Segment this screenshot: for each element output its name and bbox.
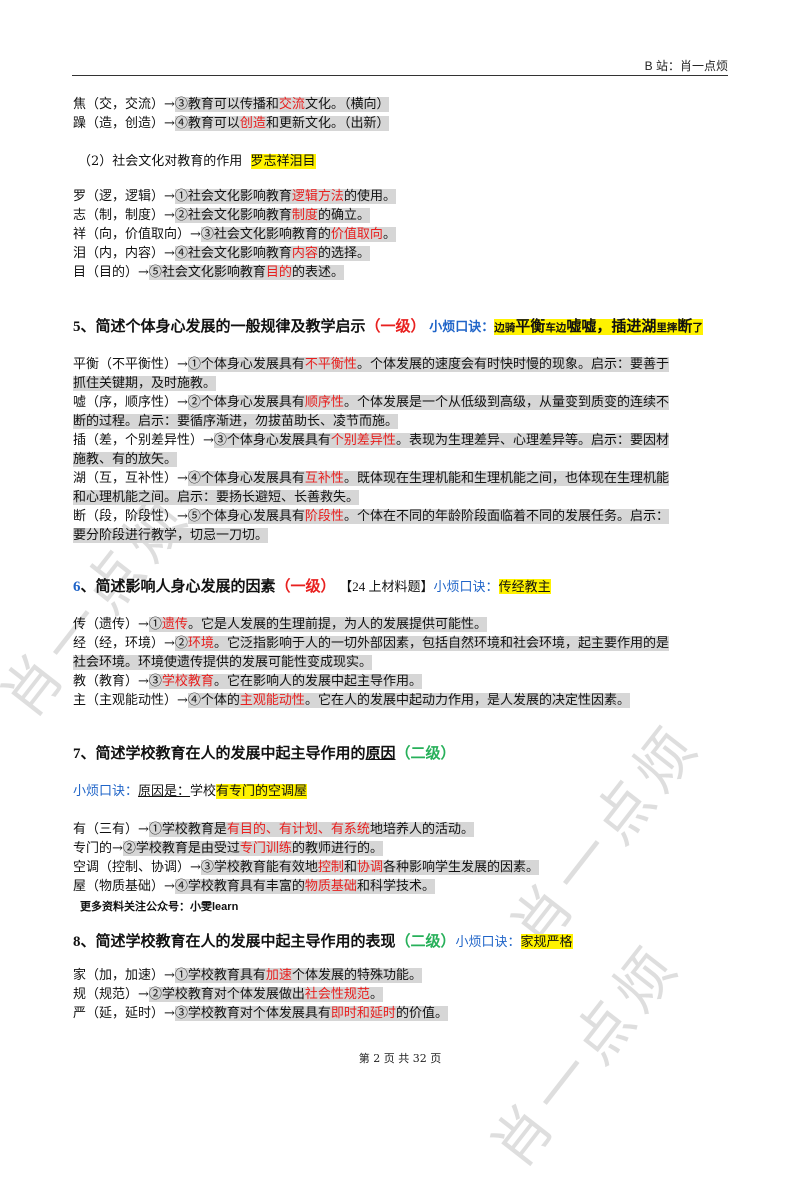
list-item: 平衡（不平衡性）→①个体身心发展具有不平衡性。个体发展的速度会有时快时慢的现象。… xyxy=(73,357,669,372)
list-item: 湖（互，互补性）→④个体身心发展具有互补性。既体现在生理机能和生理机能之间，也体… xyxy=(73,471,669,486)
section-heading: 8、简述学校教育在人的发展中起主导作用的表现（二级）小烦口诀：家规严格 xyxy=(73,934,573,950)
list-item: 目（目的）→⑤社会文化影响教育目的的表述。 xyxy=(73,265,344,280)
list-item-continued: 抓住关键期，及时施教。 xyxy=(73,376,217,391)
section-heading: 7、简述学校教育在人的发展中起主导作用的原因（二级） xyxy=(73,746,456,762)
page-header: B 站：肖一点烦 xyxy=(644,59,728,73)
list-item: 有（三有）→①学校教育是有目的、有计划、有系统地培养人的活动。 xyxy=(73,822,474,837)
list-item: 嘘（序，顺序性）→②个体身心发展具有顺序性。个体发展是一个从低级到高级，从量变到… xyxy=(73,395,669,410)
section-heading: 5、简述个体身心发展的一般规律及教学启示（一级） 小烦口诀：边骑平衡车边嘘嘘，插… xyxy=(73,319,703,335)
list-item: 插（差，个别差异性）→③个体身心发展具有个别差异性。表现为生理差异、心理差异等。… xyxy=(73,433,669,448)
mnemonic-highlight: 传经教主 xyxy=(498,579,551,594)
mnemonic-highlight: 有专门的空调屋 xyxy=(216,784,308,799)
list-item: 教（教育）→③学校教育。它在影响人的发展中起主导作用。 xyxy=(73,674,422,689)
list-item: 躁（造，创造）→④教育可以创造和更新文化。（出新） xyxy=(73,116,390,131)
list-item: 传（遗传）→①遗传。它是人发展的生理前提，为人的发展提供可能性。 xyxy=(73,617,487,632)
list-item: 专门的→②学校教育是由受过专门训练的教师进行的。 xyxy=(73,841,383,856)
list-item: 家（加，加速）→①学校教育具有加速个体发展的特殊功能。 xyxy=(73,968,422,983)
page-number: 第 2 页 共 32 页 xyxy=(358,1052,442,1065)
list-item: 屋（物质基础）→④学校教育具有丰富的物质基础和科学技术。 xyxy=(73,879,435,894)
list-item: 泪（内，内容）→④社会文化影响教育内容的选择。 xyxy=(73,246,370,261)
list-item: 罗（逻，逻辑）→①社会文化影响教育逻辑方法的使用。 xyxy=(73,189,396,204)
list-item: 主（主观能动性）→④个体的主观能动性。它在人的发展中起动力作用，是人发展的决定性… xyxy=(73,693,630,708)
header-divider xyxy=(72,75,728,76)
list-item-continued: 要分阶段进行教学，切忌一刀切。 xyxy=(73,528,269,543)
list-item-continued: 社会环境。环境使遗传提供的发展可能性变成现实。 xyxy=(73,655,373,670)
list-item: 经（经，环境）→②环境。它泛指影响于人的一切外部因素，包括自然环境和社会环境，起… xyxy=(73,636,669,651)
list-item: 严（延，延时）→③学校教育对个体发展具有即时和延时的价值。 xyxy=(73,1006,448,1021)
list-item: 祥（向，价值取向）→③社会文化影响教育的价值取向。 xyxy=(73,227,396,242)
mnemonic-highlight: 罗志祥泪目 xyxy=(250,154,316,169)
mnemonic-highlight: 家规严格 xyxy=(520,934,573,949)
list-item: 断（段，阶段性）→⑤个体身心发展具有阶段性。个体在不同的年龄阶段面临着不同的发展… xyxy=(73,509,669,524)
list-item-continued: 和心理机能之间。启示：要扬长避短、长善救失。 xyxy=(73,490,360,505)
list-item: 空调（控制、协调）→③学校教育能有效地控制和协调各种影响学生发展的因素。 xyxy=(73,860,539,875)
list-item: 规（规范）→②学校教育对个体发展做出社会性规范。 xyxy=(73,987,383,1002)
watermark-text: 肖一点烦 xyxy=(497,710,715,961)
section-heading: （2）社会文化对教育的作用 罗志祥泪目 xyxy=(78,154,316,169)
list-item: 焦（交，交流）→③教育可以传播和交流文化。（横向） xyxy=(73,97,390,112)
mnemonic-highlight: 边骑平衡车边嘘嘘，插进湖里摔断了 xyxy=(494,319,703,335)
list-item-continued: 施教、有的放矢。 xyxy=(73,452,178,467)
list-item-continued: 断的过程。启示：要循序渐进，勿拔苗助长、凌节而施。 xyxy=(73,414,399,429)
mnemonic-line: 小烦口诀：原因是：学校有专门的空调屋 xyxy=(73,784,308,799)
list-item: 志（制，制度）→②社会文化影响教育制度的确立。 xyxy=(73,208,370,223)
section-heading: 6、简述影响人身心发展的因素（一级） 【24 上材料题】小烦口诀：传经教主 xyxy=(73,579,551,595)
promo-note: 更多资料关注公众号：小雯learn xyxy=(80,901,239,913)
